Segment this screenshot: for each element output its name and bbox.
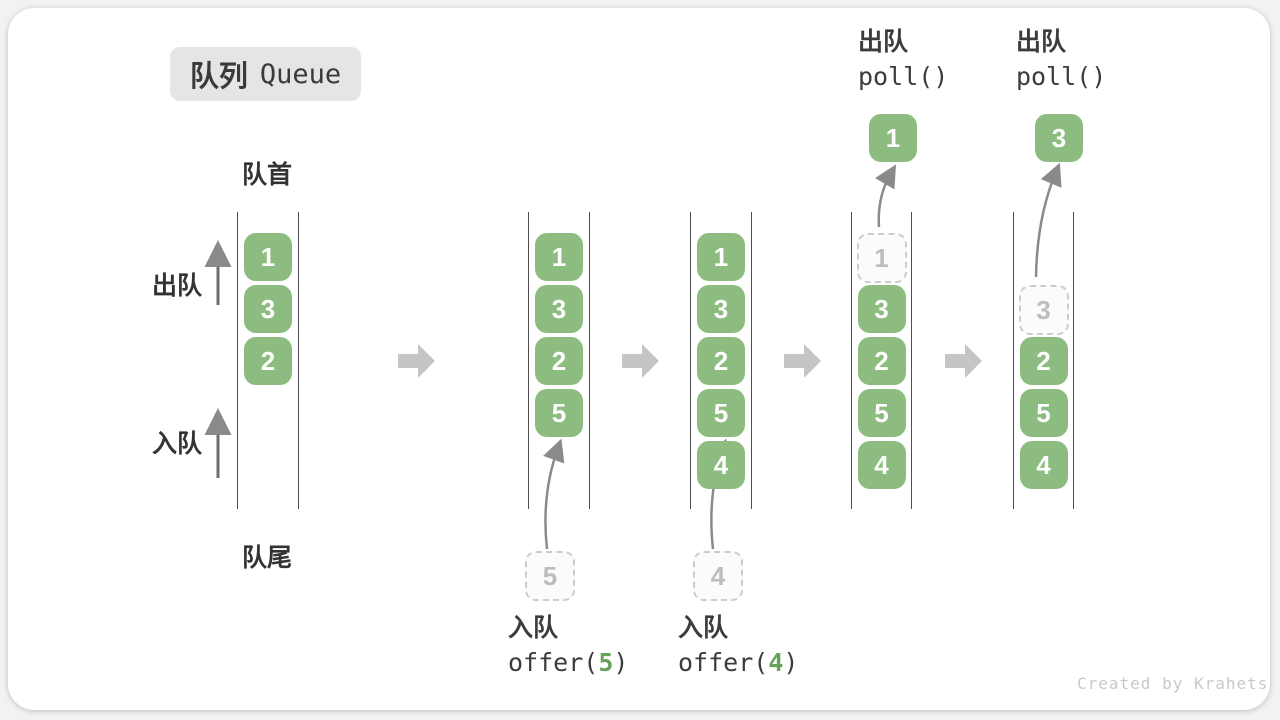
op-action: 入队 [508,614,559,642]
queue-item: 4 [697,441,745,489]
queue-item: 3 [697,285,745,333]
queue-item: 4 [857,441,906,489]
op-code: offer(5) [508,650,628,675]
incoming-value-5: 5 [525,551,575,601]
queue-state-5: 3 2 5 4 [1013,212,1074,509]
title-zh: 队列 [189,61,248,93]
title-badge: 队列 Queue [170,47,361,101]
queue-item-removed: 3 [1018,285,1069,335]
title-en: Queue [259,58,342,90]
code-close: ) [613,648,629,677]
queue-item: 2 [1019,337,1068,385]
queue-state-2: 1 3 2 5 [528,212,590,509]
code-fn: offer( [678,648,769,677]
op-code: poll() [1016,62,1107,91]
enqueue-side-label: 入队 [152,430,203,458]
queue-item: 4 [1019,441,1068,489]
op-poll2-label: 出队 poll() [1016,28,1107,91]
popped-value-3: 3 [1035,114,1083,162]
op-offer4-label: 入队 offer(4) [678,614,798,676]
queue-front-label: 队首 [242,161,293,189]
queue-state-1: 1 3 2 [237,212,299,509]
queue-state-4: 1 3 2 5 4 [851,212,912,509]
queue-item: 5 [857,389,906,437]
op-action: 出队 [1016,28,1067,56]
dequeue-side-label: 出队 [152,272,203,300]
queue-item: 2 [697,337,745,385]
code-fn: offer( [508,648,599,677]
queue-item: 2 [535,337,583,385]
op-action: 入队 [678,614,729,642]
queue-item: 2 [857,337,906,385]
incoming-value-4: 4 [693,551,743,601]
queue-item: 5 [535,389,583,437]
popped-value-1: 1 [869,114,917,162]
code-close: ) [783,648,799,677]
watermark-credit: Created by Krahets [1077,674,1269,693]
queue-state-3: 1 3 2 5 4 [690,212,752,509]
queue-item: 5 [1019,389,1068,437]
op-code: offer(4) [678,650,798,675]
queue-rear-label: 队尾 [242,544,293,572]
queue-item-removed: 1 [856,233,907,283]
op-code: poll() [858,62,949,91]
queue-item: 2 [244,337,292,385]
queue-item: 3 [244,285,292,333]
op-action: 出队 [858,28,909,56]
op-offer5-label: 入队 offer(5) [508,614,628,676]
queue-item: 5 [697,389,745,437]
diagram-card [8,8,1270,710]
code-arg: 5 [598,648,614,677]
queue-item: 3 [857,285,906,333]
code-arg: 4 [768,648,784,677]
queue-item: 1 [697,233,745,281]
queue-item: 3 [535,285,583,333]
queue-item: 1 [535,233,583,281]
op-poll1-label: 出队 poll() [858,28,949,91]
queue-item: 1 [244,233,292,281]
